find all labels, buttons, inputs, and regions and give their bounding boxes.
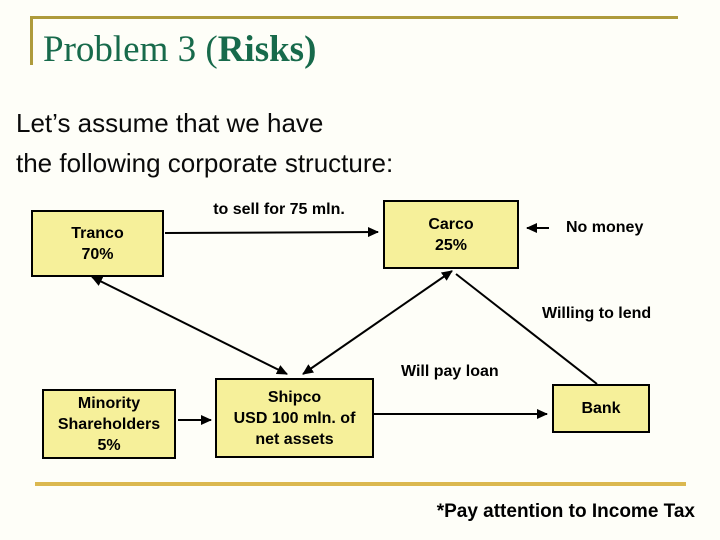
label-no-money: No money	[566, 219, 644, 236]
node-bank-name: Bank	[581, 400, 621, 417]
page-title: Problem 3 (Risks)	[43, 29, 317, 71]
node-tranco: Tranco 70%	[31, 210, 164, 277]
title-left-tick	[30, 16, 33, 65]
node-bank: Bank	[552, 384, 650, 433]
arrow-shipco-tranco-double	[91, 276, 288, 375]
node-minority-line-1: Minority	[77, 394, 141, 412]
node-shipco-name: Shipco	[267, 388, 322, 406]
title-top-rule	[30, 16, 678, 19]
node-minority-shareholders: Minority Shareholders 5%	[42, 389, 176, 459]
page-title-prefix: Problem 3 (	[43, 29, 218, 70]
page-title-emphasis: Risks)	[217, 29, 317, 70]
intro-text: Let’s assume that we have the following …	[16, 103, 393, 183]
label-to-sell: to sell for 75 mln.	[213, 201, 345, 218]
label-will-pay-loan: Will pay loan	[401, 363, 499, 380]
node-carco-share: 25%	[434, 236, 468, 254]
intro-line-2: the following corporate structure:	[16, 148, 394, 178]
node-minority-line-2: Shareholders	[57, 415, 161, 433]
footnote: *Pay attention to Income Tax	[436, 501, 695, 522]
arrow-tranco-to-carco	[164, 227, 379, 238]
label-willing-to-lend: Willing to lend	[542, 305, 652, 322]
node-tranco-name: Tranco	[71, 224, 124, 242]
node-shipco: Shipco USD 100 mln. of net assets	[215, 378, 374, 458]
arrow-carco-shipco-double	[302, 270, 453, 375]
node-shipco-assets-1: USD 100 mln. of	[233, 409, 356, 427]
node-shipco-assets-2: net assets	[255, 430, 334, 448]
node-carco: Carco 25%	[383, 200, 519, 269]
footer-divider	[35, 482, 686, 486]
intro-line-1: Let’s assume that we have	[16, 108, 324, 138]
node-tranco-share: 70%	[81, 245, 114, 263]
node-minority-share: 5%	[97, 436, 121, 454]
node-carco-name: Carco	[428, 215, 474, 233]
